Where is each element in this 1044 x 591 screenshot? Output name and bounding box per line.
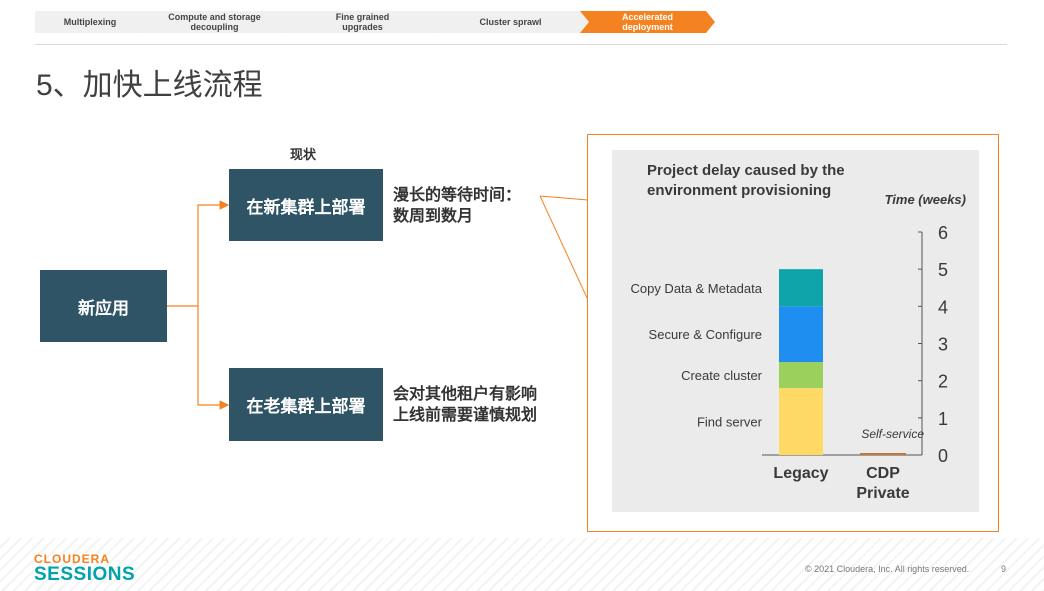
step-label: Multiplexing bbox=[63, 17, 117, 27]
step-compute-storage-decoupling: Compute and storage decoupling bbox=[136, 11, 293, 33]
step-fine-grained-upgrades: Fine grained upgrades bbox=[284, 11, 441, 33]
process-steps-bar: Multiplexing Compute and storage decoupl… bbox=[35, 11, 725, 33]
callout-lines bbox=[539, 195, 589, 301]
y-tick-label: 6 bbox=[938, 223, 948, 243]
y-tick-label: 1 bbox=[938, 409, 948, 429]
brand-logo-top: CLOUDERA bbox=[34, 552, 110, 566]
y-tick-label: 3 bbox=[938, 335, 948, 355]
self-service-annotation: Self-service bbox=[861, 427, 924, 441]
y-tick-label: 0 bbox=[938, 446, 948, 466]
y-tick-label: 2 bbox=[938, 372, 948, 392]
cdp-private-bar bbox=[860, 453, 906, 455]
y-tick-label: 5 bbox=[938, 260, 948, 280]
connector-to-new-cluster bbox=[167, 200, 230, 307]
deploy-new-cluster-box: 在新集群上部署 bbox=[229, 169, 383, 241]
step-label: Compute and storage decoupling bbox=[168, 12, 261, 32]
new-app-box: 新应用 bbox=[40, 270, 167, 342]
segment-label: Find server bbox=[697, 415, 763, 430]
step-label: Fine grained upgrades bbox=[335, 12, 390, 32]
y-tick-label: 4 bbox=[938, 297, 948, 317]
deploy-old-cluster-box: 在老集群上部署 bbox=[229, 368, 383, 441]
new-cluster-description: 漫长的等待时间： 数周到数月 bbox=[393, 187, 522, 225]
step-cluster-sprawl: Cluster sprawl bbox=[432, 11, 589, 33]
bar-segment-find-server bbox=[779, 388, 823, 455]
bar-segment-create-cluster bbox=[779, 362, 823, 389]
step-label: Accelerated deployment bbox=[621, 12, 674, 32]
connector-to-old-cluster bbox=[197, 306, 230, 410]
segment-label: Secure & Configure bbox=[649, 327, 762, 342]
page-number: 9 bbox=[1001, 564, 1007, 574]
footer-band bbox=[0, 538, 1044, 591]
bar-segment-copy-data-metadata bbox=[779, 269, 823, 307]
step-accelerated-deployment: Accelerated deployment bbox=[580, 11, 715, 33]
current-state-label: 现状 bbox=[290, 147, 317, 162]
page-title: 5、加快上线流程 bbox=[36, 69, 263, 102]
step-label: Cluster sprawl bbox=[479, 17, 542, 27]
category-label-legacy: Legacy bbox=[773, 465, 828, 482]
copyright-text: © 2021 Cloudera, Inc. All rights reserve… bbox=[805, 564, 970, 574]
y-axis-label: Time (weeks) bbox=[885, 192, 966, 207]
segment-label: Create cluster bbox=[681, 368, 763, 383]
step-multiplexing: Multiplexing bbox=[35, 11, 145, 33]
bar-segment-secure-configure bbox=[779, 306, 823, 363]
old-cluster-description: 会对其他租户有影响 上线前需要谨慎规划 bbox=[393, 386, 538, 424]
segment-label: Copy Data & Metadata bbox=[630, 281, 762, 296]
header-divider bbox=[35, 44, 1007, 45]
brand-logo-bottom: SESSIONS bbox=[34, 564, 136, 585]
